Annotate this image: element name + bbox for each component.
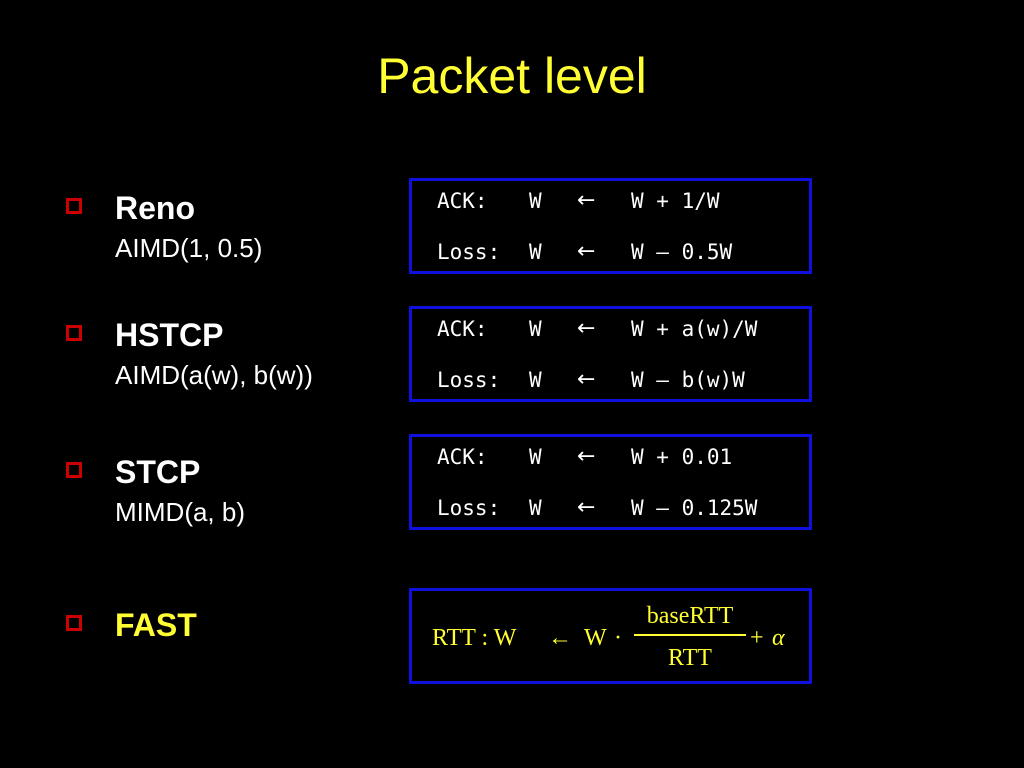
rule-label: ACK:: [437, 317, 488, 341]
slide-title: Packet level: [377, 48, 647, 104]
formula-lhs: RTT : W: [432, 625, 517, 651]
rule-expression: W + 1/W: [631, 189, 720, 213]
rule-expression: W + 0.01: [631, 445, 733, 469]
rule-variable: W: [529, 189, 542, 213]
rule-label: ACK:: [437, 189, 488, 213]
square-bullet-icon: [66, 615, 82, 631]
loss-rule: Loss: W ← W – 0.5W: [437, 238, 732, 266]
bullet-title: STCP: [115, 454, 201, 490]
left-arrow-icon: ←: [548, 625, 572, 651]
fraction-bar: [634, 634, 746, 636]
rule-label: Loss:: [437, 240, 501, 264]
rule-label: Loss:: [437, 368, 501, 392]
dot-operator: ·: [614, 625, 622, 651]
rule-label: Loss:: [437, 496, 501, 520]
left-arrow-icon: ←: [577, 495, 596, 520]
loss-rule: Loss: W ← W – 0.125W: [437, 494, 757, 522]
alpha-symbol: α: [772, 625, 785, 651]
square-bullet-icon: [66, 462, 82, 478]
rule-box-reno: ACK: W ← W + 1/W Loss: W ← W – 0.5W: [409, 178, 812, 274]
bullet-subtitle: MIMD(a, b): [115, 497, 245, 527]
left-arrow-icon: ←: [577, 367, 596, 392]
bullet-title: Reno: [115, 190, 195, 226]
left-arrow-icon: ←: [577, 188, 596, 213]
plus-operator: +: [750, 625, 764, 651]
formula-w: W: [584, 625, 607, 651]
ack-rule: ACK: W ← W + 1/W: [437, 187, 720, 215]
rule-box-stcp: ACK: W ← W + 0.01 Loss: W ← W – 0.125W: [409, 434, 812, 530]
bullet-subtitle: AIMD(1, 0.5): [115, 233, 263, 263]
rule-variable: W: [529, 496, 542, 520]
rule-variable: W: [529, 445, 542, 469]
loss-rule: Loss: W ← W – b(w)W: [437, 366, 745, 394]
bullet-title: HSTCP: [115, 317, 224, 353]
fast-formula-box: RTT : W ← W · baseRTT RTT + α: [409, 588, 812, 684]
rule-variable: W: [529, 317, 542, 341]
rule-variable: W: [529, 368, 542, 392]
rule-box-hstcp: ACK: W ← W + a(w)/W Loss: W ← W – b(w)W: [409, 306, 812, 402]
formula-denominator: RTT: [668, 645, 712, 671]
rule-expression: W – b(w)W: [631, 368, 745, 392]
bullet-title: FAST: [115, 607, 197, 643]
rule-expression: W – 0.5W: [631, 240, 733, 264]
bullet-subtitle: AIMD(a(w), b(w)): [115, 360, 313, 390]
left-arrow-icon: ←: [577, 316, 596, 341]
rule-expression: W + a(w)/W: [631, 317, 758, 341]
left-arrow-icon: ←: [577, 444, 596, 469]
square-bullet-icon: [66, 198, 82, 214]
ack-rule: ACK: W ← W + a(w)/W: [437, 315, 757, 343]
ack-rule: ACK: W ← W + 0.01: [437, 443, 732, 471]
square-bullet-icon: [66, 325, 82, 341]
rule-variable: W: [529, 240, 542, 264]
formula-numerator: baseRTT: [646, 603, 734, 629]
rule-expression: W – 0.125W: [631, 496, 758, 520]
rule-label: ACK:: [437, 445, 488, 469]
left-arrow-icon: ←: [577, 239, 596, 264]
